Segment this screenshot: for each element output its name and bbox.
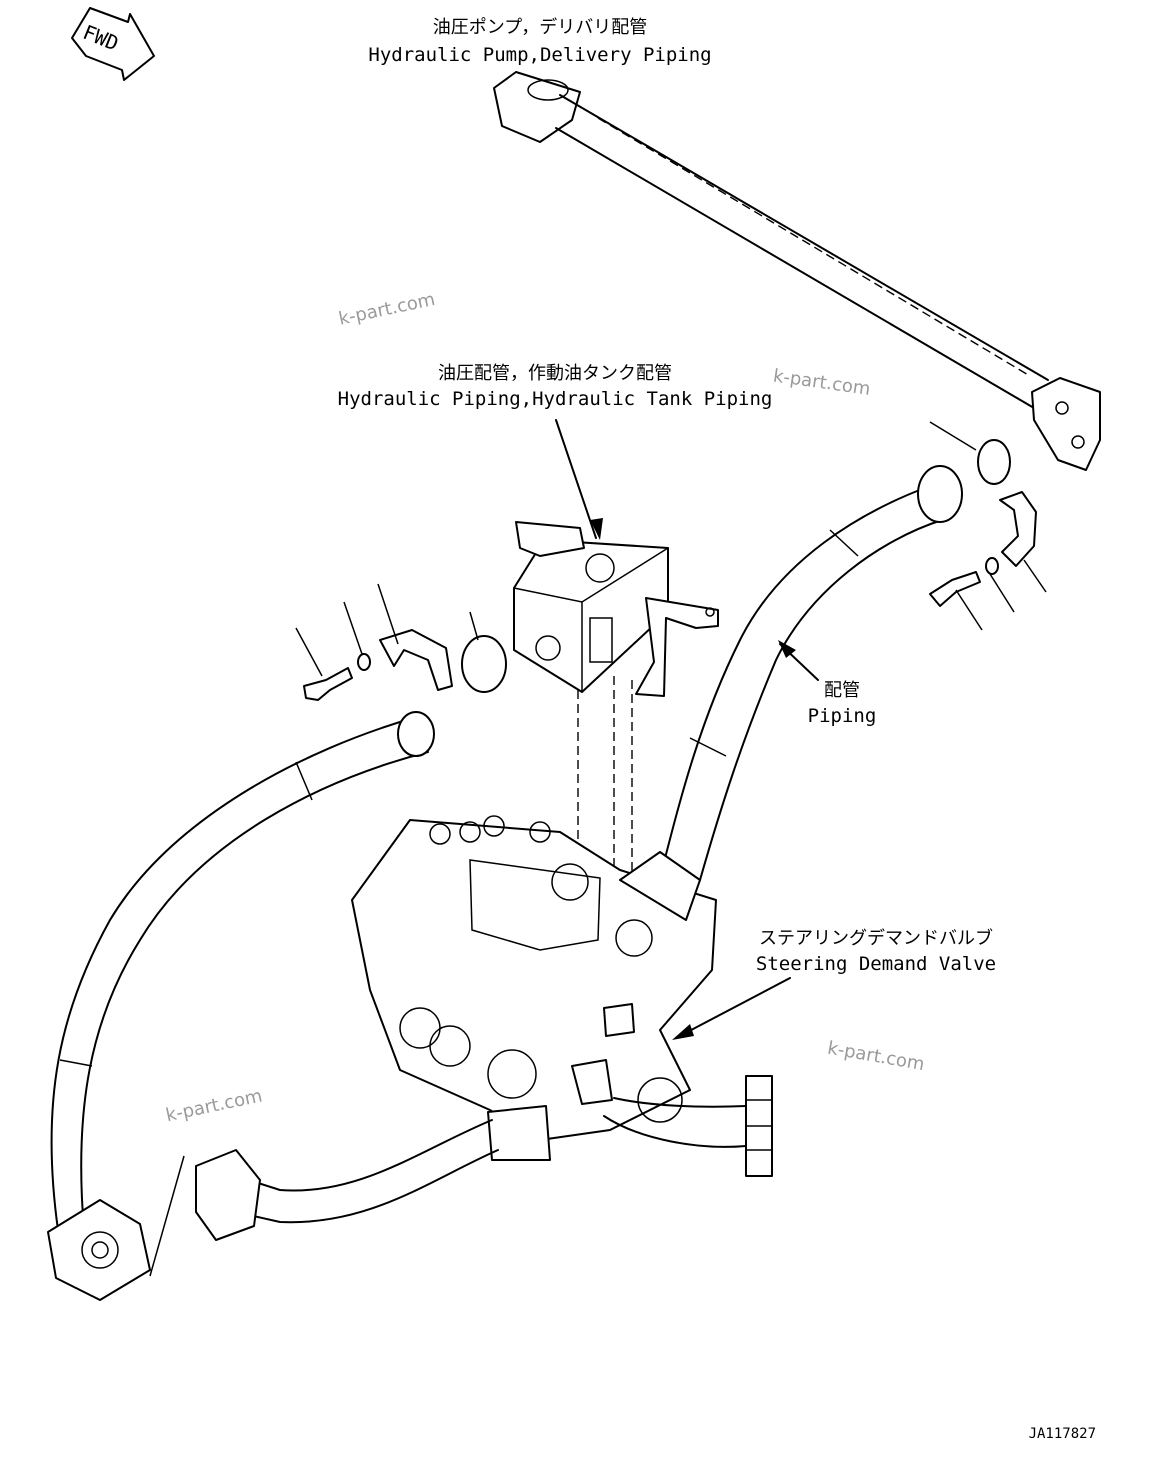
delivery-pipe: [493, 71, 1101, 471]
pump-piping-label-jp: 油圧ポンプ，デリバリ配管: [433, 17, 648, 38]
watermark-4: k-part.com: [826, 1038, 926, 1076]
watermark-2: k-part.com: [772, 365, 872, 399]
pump-piping-label-en: Hydraulic Pump,Delivery Piping: [368, 44, 711, 66]
steering-demand-valve: [351, 815, 717, 1161]
left-flange-parts: [295, 583, 507, 701]
watermark-3: k-part.com: [164, 1085, 264, 1126]
fwd-arrow-icon: FWD: [71, 7, 155, 81]
steering-valve-label-jp: ステアリングデマンドバルブ: [759, 927, 993, 949]
tank-piping-label-en: Hydraulic Piping,Hydraulic Tank Piping: [338, 388, 773, 410]
piping-label-en: Piping: [808, 705, 877, 727]
right-pipe: [661, 465, 963, 881]
right-flange-parts: [929, 421, 1047, 631]
drawing-number: JA117827: [1029, 1426, 1096, 1442]
outlet-pipe: [603, 1075, 773, 1177]
left-pipe: [47, 711, 435, 1301]
valve-block: [513, 521, 719, 697]
lower-pipe: [149, 1119, 499, 1277]
piping-label-jp: 配管: [824, 680, 860, 701]
steering-valve-label-en: Steering Demand Valve: [756, 953, 996, 975]
tank-piping-label-jp: 油圧配管，作動油タンク配管: [438, 363, 672, 384]
watermark-1: k-part.com: [337, 289, 437, 330]
